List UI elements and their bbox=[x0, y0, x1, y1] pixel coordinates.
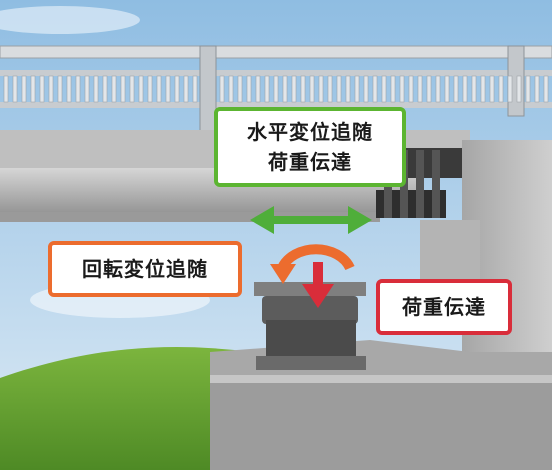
railing-bar bbox=[12, 75, 18, 103]
grass-hill bbox=[0, 347, 250, 470]
railing-bar bbox=[435, 75, 441, 103]
railing-bar bbox=[192, 75, 198, 103]
railing-bar bbox=[93, 75, 99, 103]
railing-bar bbox=[237, 75, 243, 103]
railing-bar bbox=[291, 75, 297, 103]
railing-bar bbox=[489, 75, 495, 103]
railing-bar bbox=[426, 75, 432, 103]
railing-bar bbox=[345, 75, 351, 103]
railing-bar bbox=[129, 75, 135, 103]
railing-bar bbox=[390, 75, 396, 103]
railing-bar bbox=[255, 75, 261, 103]
railing-bar bbox=[336, 75, 342, 103]
load-transfer-label: 荷重伝達 bbox=[376, 279, 512, 335]
railing-bar bbox=[282, 75, 288, 103]
railing-bar bbox=[462, 75, 468, 103]
railing-bar bbox=[300, 75, 306, 103]
railing-bar bbox=[309, 75, 315, 103]
railing-bar bbox=[48, 75, 54, 103]
railing-bar bbox=[57, 75, 63, 103]
girder-flange bbox=[0, 212, 380, 222]
railing-bar bbox=[354, 75, 360, 103]
rotation-displacement-label: 回転変位追随 bbox=[48, 241, 242, 297]
railing-bar bbox=[318, 75, 324, 103]
railing-bar bbox=[480, 75, 486, 103]
railing-bar bbox=[408, 75, 414, 103]
railing-bar bbox=[516, 75, 522, 103]
rotation-arrow bbox=[270, 244, 355, 284]
railing-bar bbox=[534, 75, 540, 103]
railing-bar bbox=[165, 75, 171, 103]
railing-bar bbox=[453, 75, 459, 103]
load-label-text: 荷重伝達 bbox=[402, 295, 486, 319]
horizontal-displacement-label: 水平変位追随 荷重伝達 bbox=[214, 107, 406, 187]
railing-bar bbox=[327, 75, 333, 103]
railing-bar bbox=[219, 75, 225, 103]
railing-bar bbox=[21, 75, 27, 103]
railing-bar bbox=[264, 75, 270, 103]
railing-bar bbox=[75, 75, 81, 103]
bearing-device bbox=[254, 282, 366, 370]
horizontal-arrow bbox=[250, 206, 372, 234]
railing-bar bbox=[30, 75, 36, 103]
railing-bar bbox=[111, 75, 117, 103]
railing-bar bbox=[39, 75, 45, 103]
cloud bbox=[0, 6, 140, 34]
railing-bar bbox=[498, 75, 504, 103]
railing-bar bbox=[66, 75, 72, 103]
load-arrow bbox=[302, 262, 334, 308]
railing-bar bbox=[507, 75, 513, 103]
railing-bar bbox=[399, 75, 405, 103]
railing-bar bbox=[381, 75, 387, 103]
railing-bar bbox=[525, 75, 531, 103]
railing-bar bbox=[183, 75, 189, 103]
railing-bar bbox=[102, 75, 108, 103]
rotation-label-text: 回転変位追随 bbox=[82, 257, 208, 281]
railing-bar bbox=[471, 75, 477, 103]
railing-bar bbox=[147, 75, 153, 103]
railing-bar bbox=[156, 75, 162, 103]
railing-bar bbox=[417, 75, 423, 103]
railing-bar bbox=[138, 75, 144, 103]
railing-bar bbox=[444, 75, 450, 103]
railing-bar bbox=[120, 75, 126, 103]
railing-bar bbox=[3, 75, 9, 103]
abutment-front-face bbox=[210, 382, 552, 470]
railing-bars bbox=[3, 75, 549, 103]
horizontal-label-line1: 水平変位追随 bbox=[247, 120, 373, 144]
railing-bar bbox=[273, 75, 279, 103]
railing-bar bbox=[363, 75, 369, 103]
railing-bar bbox=[174, 75, 180, 103]
railing-bar bbox=[372, 75, 378, 103]
railing-bar bbox=[84, 75, 90, 103]
horizontal-label-line2: 荷重伝達 bbox=[268, 150, 352, 174]
railing-bar bbox=[228, 75, 234, 103]
abutment-top-edge bbox=[210, 375, 552, 383]
railing-bar bbox=[246, 75, 252, 103]
railing-bar bbox=[543, 75, 549, 103]
